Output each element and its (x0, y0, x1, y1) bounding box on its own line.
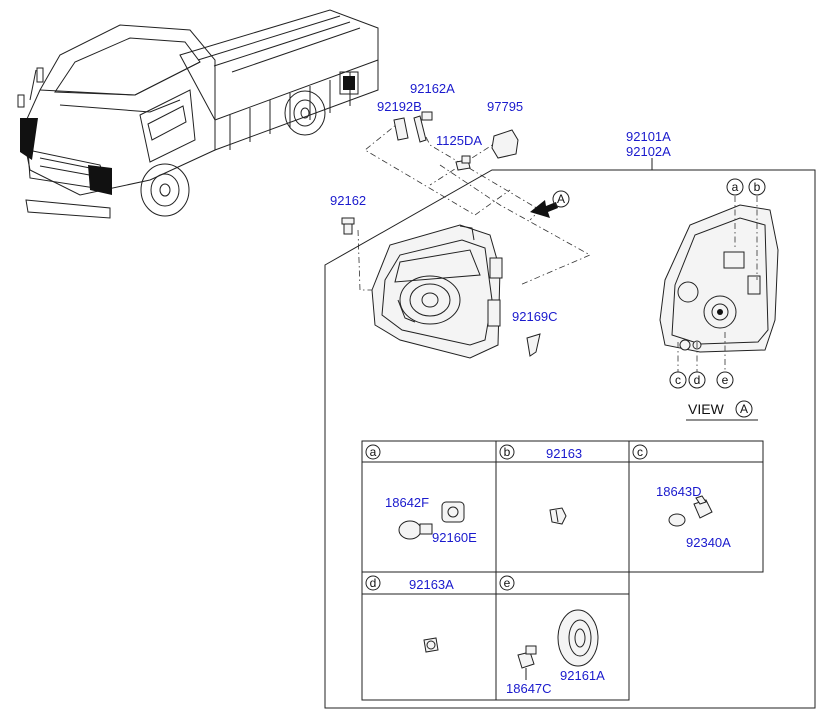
part-92169C: 92169C (512, 309, 558, 324)
headlamp-assembly (371, 224, 503, 359)
assembly-frame (324, 169, 816, 709)
view-text: VIEW (688, 401, 725, 417)
truck-illustration (17, 9, 379, 219)
cell-b-letter: b (504, 445, 511, 459)
callout-e: e (722, 373, 729, 387)
callout-d: d (694, 373, 701, 387)
view-label: VIEW A (686, 400, 758, 421)
part-92102A: 92102A (626, 144, 671, 159)
callout-a: a (732, 180, 739, 194)
part-18647C: 18647C (506, 681, 552, 696)
cell-a-letter: a (370, 445, 377, 459)
part-92192B: 92192B (377, 99, 422, 114)
part-92163: 92163 (546, 446, 582, 461)
part-97795: 97795 (487, 99, 523, 114)
part-92101A: 92101A (626, 129, 671, 144)
detail-cell-d: d 92163A (365, 575, 454, 653)
part-18643D: 18643D (656, 484, 702, 499)
part-92340A: 92340A (686, 535, 731, 550)
part-92161A: 92161A (560, 668, 605, 683)
callout-c: c (675, 373, 681, 387)
direction-arrow: A (530, 190, 570, 218)
part-92162A: 92162A (410, 81, 455, 96)
detail-cell-e: e 18647C 92161A (499, 575, 605, 696)
detail-cell-a: a 18642F 92160E (365, 444, 477, 545)
arrow-ref-letter: A (557, 192, 565, 206)
part-18642F: 18642F (385, 495, 429, 510)
callout-b: b (754, 180, 761, 194)
part-92160E: 92160E (432, 530, 477, 545)
part-1125DA: 1125DA (436, 133, 482, 148)
part-92162: 92162 (330, 193, 366, 208)
view-ref-letter: A (740, 402, 748, 416)
fastener-parts (341, 111, 541, 357)
detail-cell-b: b 92163 (499, 444, 582, 525)
cell-e-letter: e (504, 576, 511, 590)
detail-cell-c: c 18643D 92340A (632, 444, 731, 550)
view-a-rear-lamp (659, 196, 779, 372)
part-92163A: 92163A (409, 577, 454, 592)
cell-d-letter: d (370, 576, 377, 590)
part-number-labels: 92162A 92192B 97795 1125DA 92101A 92102A… (330, 81, 671, 324)
view-callouts: a b c d e (669, 178, 766, 389)
detail-table: a 18642F 92160E b 92163 c 18643D 92340A (361, 440, 764, 701)
cell-c-letter: c (637, 445, 643, 459)
